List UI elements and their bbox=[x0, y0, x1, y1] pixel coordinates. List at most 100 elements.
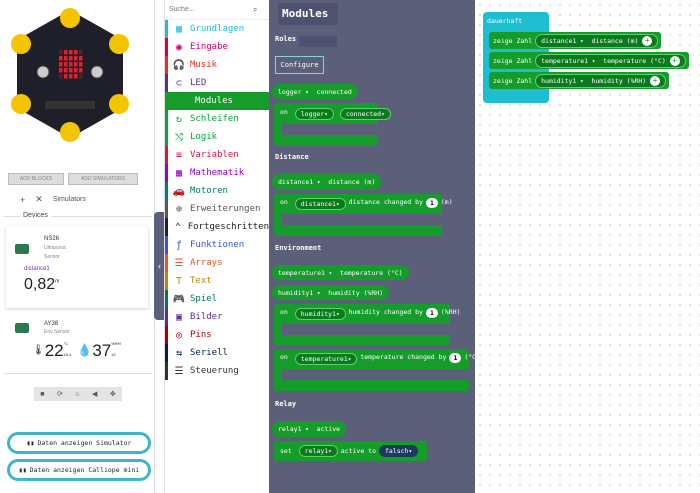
block-text: zeige Zahl bbox=[493, 36, 533, 45]
dropdown[interactable]: distance1 bbox=[294, 198, 346, 210]
led bbox=[69, 56, 73, 61]
device-card-ay38[interactable]: AY38 Env Sensor 🌡 22 °C±0.4 💧 37 %RH±2 bbox=[6, 315, 148, 370]
category-erweiterungen[interactable]: ⊕ Erweiterungen bbox=[165, 200, 269, 218]
on-logger-block[interactable]: on loggerconnected bbox=[274, 103, 391, 146]
number-input[interactable]: 1 bbox=[425, 308, 438, 318]
section-roles: Roles bbox=[275, 35, 297, 43]
add-blocks-button[interactable]: ADD BLOCKS bbox=[8, 173, 64, 185]
led bbox=[64, 50, 68, 55]
category-steuerung[interactable]: ☰Steuerung bbox=[165, 362, 269, 380]
block-text: zeige Zahl bbox=[493, 76, 533, 85]
led bbox=[74, 56, 78, 61]
distance-event-block[interactable]: distance1 distance (m) bbox=[272, 174, 382, 190]
led bbox=[64, 56, 68, 61]
dropdown[interactable]: humidity1 bbox=[278, 289, 320, 297]
category-motoren[interactable]: 🚗Motoren bbox=[165, 182, 269, 200]
section-distance: Distance bbox=[275, 153, 309, 161]
plus-icon: ⊕ bbox=[175, 203, 183, 215]
dropdown[interactable]: logger bbox=[294, 108, 334, 120]
category-bilder[interactable]: ▣Bilder bbox=[165, 308, 269, 326]
add-icon[interactable]: + bbox=[642, 35, 653, 46]
logger-event-block[interactable]: logger connected bbox=[272, 84, 358, 99]
home-icon[interactable]: ⌂ bbox=[75, 390, 80, 398]
plus-icon[interactable]: + bbox=[20, 194, 26, 205]
search-input[interactable] bbox=[169, 6, 253, 13]
humidity-event-block[interactable]: humidity1 humidity (%RH) bbox=[272, 285, 390, 300]
category-eingabe[interactable]: ◉Eingabe bbox=[165, 38, 269, 56]
sensor-reporter[interactable]: temperature1 temperature (°C) + bbox=[535, 53, 686, 68]
unit-text: (°C) bbox=[464, 353, 481, 361]
dropdown[interactable]: relay1 bbox=[278, 425, 309, 433]
configure-button[interactable]: Configure bbox=[275, 56, 324, 74]
block-text: distance changed by bbox=[348, 198, 423, 206]
device-card-ns26[interactable]: NS26 Ultrasonic Sensor distance1 0,82m bbox=[6, 226, 148, 308]
category-label: Erweiterungen bbox=[190, 204, 261, 214]
sensor-reporter[interactable]: distance1 distance (m) + bbox=[535, 33, 659, 48]
number-input[interactable]: 1 bbox=[425, 198, 438, 208]
add-icon[interactable]: + bbox=[650, 75, 661, 86]
restart-icon[interactable]: ⟳ bbox=[56, 391, 63, 398]
number-input[interactable]: 1 bbox=[449, 353, 462, 363]
category-logik[interactable]: ⤭Logik bbox=[165, 128, 269, 146]
category-led[interactable]: ⊂LED bbox=[165, 74, 269, 92]
dropdown[interactable]: humidity1 bbox=[541, 77, 583, 85]
add-simulators-button[interactable]: ADD SIMULATORS bbox=[68, 173, 138, 185]
led bbox=[59, 62, 63, 67]
on-humidity-block[interactable]: on humidity1humidity changed by1(%RH) bbox=[274, 304, 460, 346]
category-grundlagen[interactable]: ▦Grundlagen bbox=[165, 20, 269, 38]
env-sensor-icon bbox=[15, 323, 29, 333]
simulator-pane: ADD BLOCKS ADD SIMULATORS + ✕ Simulators… bbox=[0, 0, 155, 493]
button-label: Daten anzeigen Simulator bbox=[37, 439, 132, 447]
show-data-simulator-button[interactable]: ▮▮Daten anzeigen Simulator bbox=[7, 432, 151, 454]
sound-icon[interactable]: ◀ bbox=[91, 391, 98, 398]
car-icon: 🚗 bbox=[172, 185, 186, 197]
close-icon[interactable]: ✕ bbox=[35, 194, 43, 204]
sensor-reporter[interactable]: humidity1 humidity (%RH) + bbox=[535, 73, 667, 88]
hum-value: 37 bbox=[92, 341, 112, 360]
category-spiel[interactable]: 🎮Spiel bbox=[165, 290, 269, 308]
block-text: distance (m) bbox=[328, 178, 376, 186]
dropdown[interactable]: humidity1 bbox=[294, 308, 346, 320]
dropdown[interactable]: distance1 bbox=[278, 178, 320, 186]
on-temperature-block[interactable]: on temperature1temperature changed by1(°… bbox=[274, 349, 480, 391]
relay-event-block[interactable]: relay1 active bbox=[272, 421, 347, 437]
category-arrays[interactable]: ☰Arrays bbox=[165, 254, 269, 272]
category-fortgeschritten[interactable]: ⌃Fortgeschritten bbox=[165, 218, 269, 236]
dropdown[interactable]: temperature1 bbox=[541, 57, 595, 65]
dropdown[interactable]: connected bbox=[339, 108, 391, 120]
collapse-handle[interactable]: ‹ bbox=[154, 212, 165, 320]
category-pins[interactable]: ◎Pins bbox=[165, 326, 269, 344]
temperature-event-block[interactable]: temperature1 temperature (°C) bbox=[272, 265, 409, 280]
dropdown[interactable]: logger bbox=[278, 88, 309, 96]
on-distance-block[interactable]: on distance1distance changed by1(m) bbox=[274, 194, 453, 236]
dropdown[interactable]: distance1 bbox=[541, 37, 583, 45]
show-data-calliope-button[interactable]: ▮▮Daten anzeigen Calliope mini bbox=[7, 459, 151, 481]
fullscreen-icon[interactable]: ✥ bbox=[109, 391, 116, 398]
category-seriell[interactable]: ⇆Seriell bbox=[165, 344, 269, 362]
dropdown[interactable]: relay1 bbox=[298, 445, 338, 457]
stop-icon[interactable]: ■ bbox=[40, 390, 45, 398]
boolean-dropdown[interactable]: falsch bbox=[379, 445, 419, 457]
search-icon[interactable]: ⌕ bbox=[253, 4, 258, 14]
category-mathematik[interactable]: ▦Mathematik bbox=[165, 164, 269, 182]
lines-icon: ≡ bbox=[175, 149, 183, 161]
led bbox=[69, 74, 73, 79]
category-label: Spiel bbox=[190, 294, 218, 304]
calliope-board[interactable] bbox=[5, 6, 135, 142]
category-modules[interactable]: Modules bbox=[165, 92, 269, 110]
category-musik[interactable]: 🎧Musik bbox=[165, 56, 269, 74]
dropdown[interactable]: temperature1 bbox=[278, 269, 332, 277]
category-variablen[interactable]: ≡Variablen bbox=[165, 146, 269, 164]
led bbox=[64, 68, 68, 73]
category-schleifen[interactable]: ↻Schleifen bbox=[165, 110, 269, 128]
block-text: distance (m) bbox=[591, 36, 639, 45]
dropdown[interactable]: temperature1 bbox=[294, 353, 358, 365]
add-icon[interactable]: + bbox=[669, 55, 680, 66]
